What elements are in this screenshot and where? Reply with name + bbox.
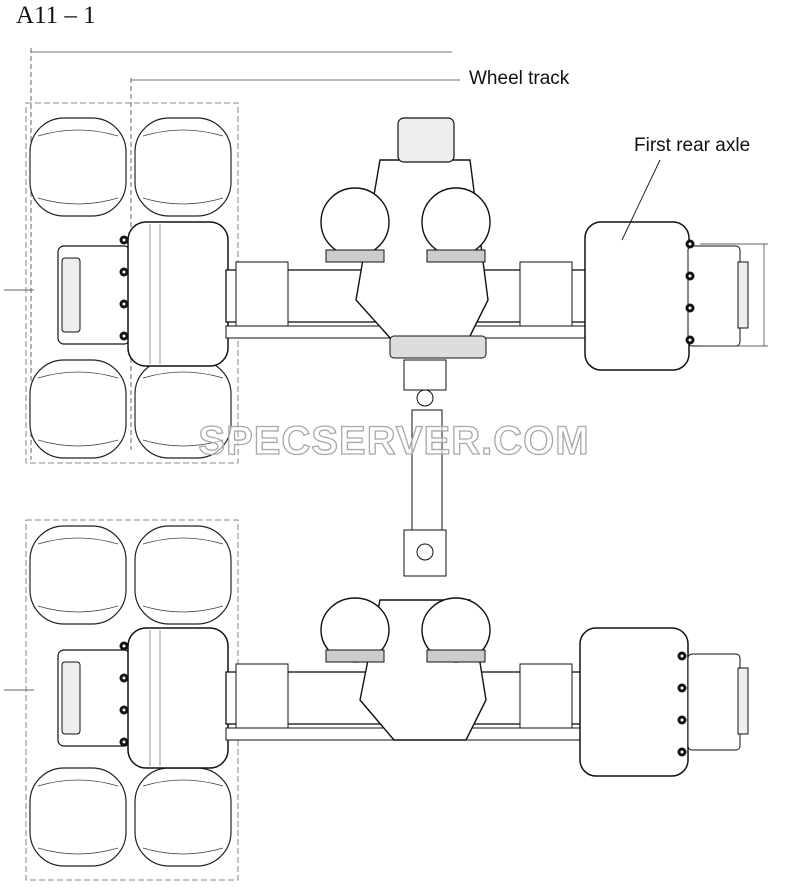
wheel-track-label: Wheel track [469,68,570,89]
propeller-shaft [403,359,447,577]
watermark: SPECSERVER.COM [198,418,590,463]
first-rear-axle [25,102,768,464]
second-rear-axle [25,519,749,881]
first-rear-axle-label: First rear axle [634,135,751,156]
figure-number: A11 – 1 [16,2,96,29]
